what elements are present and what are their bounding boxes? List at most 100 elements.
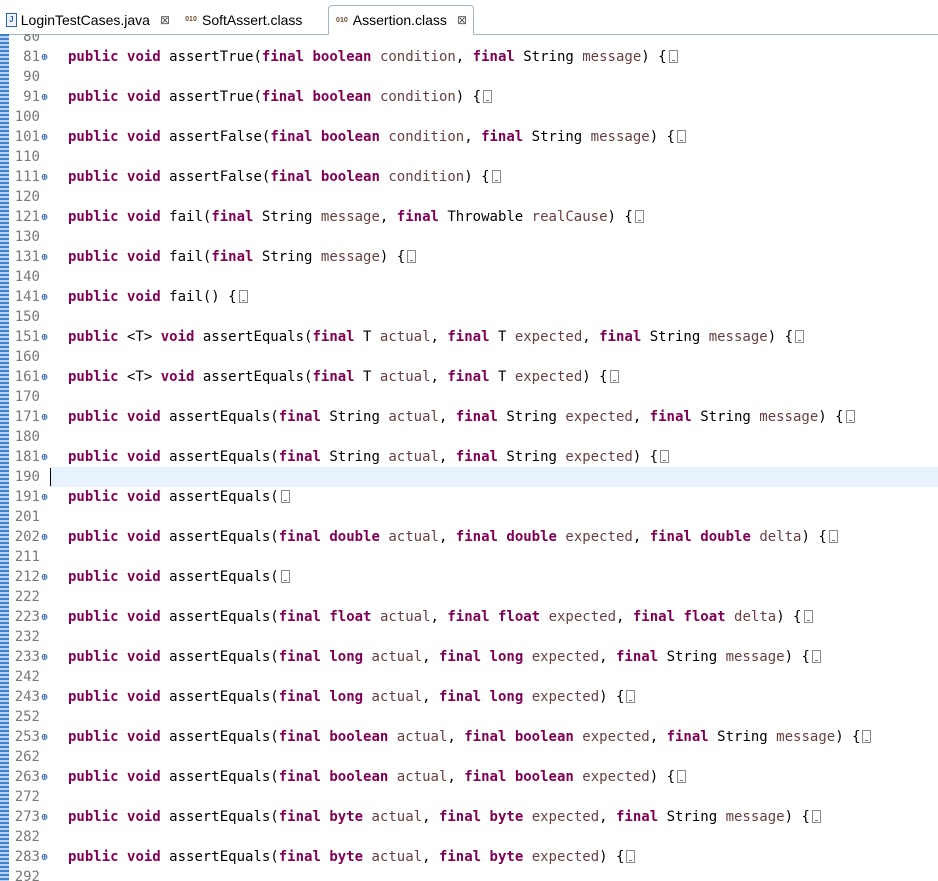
- blank-line[interactable]: 150: [0, 307, 938, 327]
- expand-fold-icon[interactable]: ⊕: [41, 651, 48, 663]
- code-line[interactable]: 253⊕public void assertEquals(final boole…: [0, 727, 938, 747]
- collapsed-block-icon[interactable]: [668, 50, 678, 63]
- collapsed-block-icon[interactable]: [280, 570, 290, 583]
- code-line[interactable]: 151⊕public <T> void assertEquals(final T…: [0, 327, 938, 347]
- collapsed-block-icon[interactable]: [609, 370, 619, 383]
- collapsed-block-icon[interactable]: [660, 450, 670, 463]
- line-number: 252: [14, 709, 40, 725]
- blank-line[interactable]: 252: [0, 707, 938, 727]
- expand-fold-icon[interactable]: ⊕: [41, 691, 48, 703]
- expand-fold-icon[interactable]: ⊕: [41, 491, 48, 503]
- blank-line[interactable]: 232: [0, 627, 938, 647]
- blank-line[interactable]: 160: [0, 347, 938, 367]
- line-number: 131: [14, 249, 40, 265]
- expand-fold-icon[interactable]: ⊕: [41, 51, 48, 63]
- blank-line[interactable]: 120: [0, 187, 938, 207]
- code-line[interactable]: 121⊕public void fail(final String messag…: [0, 207, 938, 227]
- collapsed-block-icon[interactable]: [483, 90, 493, 103]
- blank-line[interactable]: 190: [0, 467, 938, 487]
- expand-fold-icon[interactable]: ⊕: [41, 411, 48, 423]
- code-line[interactable]: 263⊕public void assertEquals(final boole…: [0, 767, 938, 787]
- code-line[interactable]: 131⊕public void fail(final String messag…: [0, 247, 938, 267]
- expand-fold-icon[interactable]: ⊕: [41, 331, 48, 343]
- blank-line[interactable]: 292: [0, 867, 938, 881]
- collapsed-block-icon[interactable]: [280, 490, 290, 503]
- code-line[interactable]: 141⊕public void fail() {: [0, 287, 938, 307]
- code-line[interactable]: 223⊕public void assertEquals(final float…: [0, 607, 938, 627]
- blank-line[interactable]: 170: [0, 387, 938, 407]
- expand-fold-icon[interactable]: ⊕: [41, 771, 48, 783]
- code-line[interactable]: 91⊕public void assertTrue(final boolean …: [0, 87, 938, 107]
- collapsed-block-icon[interactable]: [407, 250, 417, 263]
- line-number: 223: [14, 609, 40, 625]
- code-line[interactable]: 243⊕public void assertEquals(final long …: [0, 687, 938, 707]
- expand-fold-icon[interactable]: ⊕: [41, 91, 48, 103]
- code-line[interactable]: 273⊕public void assertEquals(final byte …: [0, 807, 938, 827]
- blank-line[interactable]: 80: [0, 34, 938, 47]
- tab-login-test-cases[interactable]: J LoginTestCases.java ⊠: [0, 6, 176, 33]
- blank-line[interactable]: 180: [0, 427, 938, 447]
- blank-line[interactable]: 222: [0, 587, 938, 607]
- method-signature: public void assertFalse(final boolean co…: [68, 127, 686, 147]
- close-icon[interactable]: ⊠: [456, 13, 467, 27]
- blank-line[interactable]: 211: [0, 547, 938, 567]
- expand-fold-icon[interactable]: ⊕: [41, 131, 48, 143]
- code-line[interactable]: 212⊕public void assertEquals(: [0, 567, 938, 587]
- collapsed-block-icon[interactable]: [811, 810, 821, 823]
- expand-fold-icon[interactable]: ⊕: [41, 531, 48, 543]
- expand-fold-icon[interactable]: ⊕: [41, 811, 48, 823]
- blank-line[interactable]: 201: [0, 507, 938, 527]
- blank-line[interactable]: 242: [0, 667, 938, 687]
- code-line[interactable]: 111⊕public void assertFalse(final boolea…: [0, 167, 938, 187]
- collapsed-block-icon[interactable]: [626, 690, 636, 703]
- expand-fold-icon[interactable]: ⊕: [41, 211, 48, 223]
- blank-line[interactable]: 130: [0, 227, 938, 247]
- blank-line[interactable]: 262: [0, 747, 938, 767]
- expand-fold-icon[interactable]: ⊕: [41, 451, 48, 463]
- collapsed-block-icon[interactable]: [811, 650, 821, 663]
- code-line[interactable]: 191⊕public void assertEquals(: [0, 487, 938, 507]
- collapsed-block-icon[interactable]: [862, 730, 872, 743]
- expand-fold-icon[interactable]: ⊕: [41, 611, 48, 623]
- collapsed-block-icon[interactable]: [676, 130, 686, 143]
- current-line-highlight: [50, 467, 938, 487]
- expand-fold-icon[interactable]: ⊕: [41, 571, 48, 583]
- expand-fold-icon[interactable]: ⊕: [41, 731, 48, 743]
- code-line[interactable]: 181⊕public void assertEquals(final Strin…: [0, 447, 938, 467]
- collapsed-block-icon[interactable]: [626, 850, 636, 863]
- collapsed-block-icon[interactable]: [845, 410, 855, 423]
- code-line[interactable]: 101⊕public void assertFalse(final boolea…: [0, 127, 938, 147]
- expand-fold-icon[interactable]: ⊕: [41, 291, 48, 303]
- code-line[interactable]: 81⊕public void assertTrue(final boolean …: [0, 47, 938, 67]
- expand-fold-icon[interactable]: ⊕: [41, 371, 48, 383]
- collapsed-block-icon[interactable]: [677, 770, 687, 783]
- method-signature: public <T> void assertEquals(final T act…: [68, 367, 619, 387]
- blank-line[interactable]: 100: [0, 107, 938, 127]
- code-line[interactable]: 161⊕public <T> void assertEquals(final T…: [0, 367, 938, 387]
- collapsed-block-icon[interactable]: [828, 530, 838, 543]
- tab-assertion[interactable]: 010 Assertion.class ⊠: [328, 5, 474, 35]
- code-line[interactable]: 233⊕public void assertEquals(final long …: [0, 647, 938, 667]
- tab-soft-assert[interactable]: 010 SoftAssert.class: [178, 6, 326, 33]
- line-number: 150: [14, 309, 40, 325]
- blank-line[interactable]: 282: [0, 827, 938, 847]
- collapsed-block-icon[interactable]: [803, 610, 813, 623]
- collapsed-block-icon[interactable]: [491, 170, 501, 183]
- expand-fold-icon[interactable]: ⊕: [41, 251, 48, 263]
- collapsed-block-icon[interactable]: [795, 330, 805, 343]
- expand-fold-icon[interactable]: ⊕: [41, 851, 48, 863]
- blank-line[interactable]: 110: [0, 147, 938, 167]
- expand-fold-icon[interactable]: ⊕: [41, 171, 48, 183]
- blank-line[interactable]: 272: [0, 787, 938, 807]
- blank-line[interactable]: 140: [0, 267, 938, 287]
- close-icon[interactable]: ⊠: [159, 12, 170, 27]
- class-file-icon: 010: [336, 16, 348, 24]
- code-line[interactable]: 283⊕public void assertEquals(final byte …: [0, 847, 938, 867]
- code-line[interactable]: 171⊕public void assertEquals(final Strin…: [0, 407, 938, 427]
- collapsed-block-icon[interactable]: [634, 210, 644, 223]
- code-line[interactable]: 202⊕public void assertEquals(final doubl…: [0, 527, 938, 547]
- blank-line[interactable]: 90: [0, 67, 938, 87]
- collapsed-block-icon[interactable]: [238, 290, 248, 303]
- line-number: 272: [14, 789, 40, 805]
